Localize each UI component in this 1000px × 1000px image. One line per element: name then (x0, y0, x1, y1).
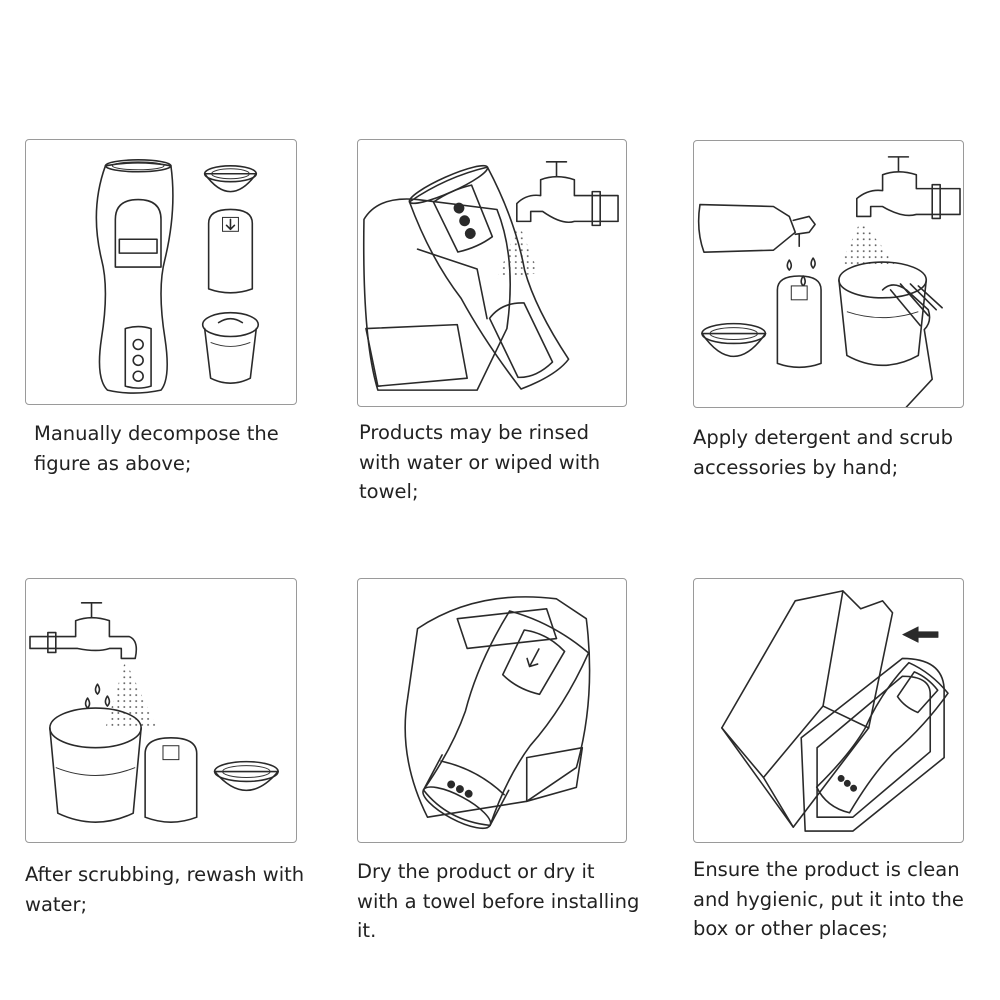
step-3-illustration (693, 140, 964, 408)
rinse-under-tap-icon (362, 161, 619, 391)
caption-line: with a towel before installing (357, 889, 640, 913)
step-5-illustration (357, 578, 627, 843)
caption-line: it. (357, 919, 377, 942)
step-2-illustration (357, 139, 627, 407)
step-6-caption: Ensure the product is clean and hygienic… (693, 855, 964, 944)
caption-line: box or other places; (693, 917, 888, 940)
caption-line: with water or wiped with (359, 450, 601, 474)
towel-dry-icon (404, 596, 591, 830)
step-4-illustration (25, 578, 297, 843)
caption-line: towel; (359, 480, 419, 503)
step-2-caption: Products may be rinsed with water or wip… (359, 418, 600, 507)
detergent-scrub-icon (697, 156, 961, 407)
caption-line: Manually decompose the (34, 422, 279, 445)
caption-line: water; (25, 892, 88, 916)
caption-line: After scrubbing, rewash with (25, 863, 305, 886)
caption-line: Ensure the product is clean (693, 858, 960, 881)
step-6-illustration (693, 578, 964, 843)
step-1-caption: Manually decompose the figure as above; (34, 419, 279, 478)
caption-line: Products may be rinsed (359, 421, 589, 444)
caption-line: accessories by hand; (693, 455, 899, 479)
step-5-caption: Dry the product or dry it with a towel b… (357, 857, 639, 946)
caption-line: and hygienic, put it into the (693, 887, 964, 911)
step-4-caption: After scrubbing, rewash with water; (25, 860, 304, 919)
caption-line: Apply detergent and scrub (693, 426, 954, 449)
disassembled-product-icon (95, 159, 260, 394)
rewash-accessories-icon (29, 602, 279, 823)
caption-line: figure as above; (34, 451, 192, 475)
step-1-illustration (25, 139, 297, 405)
store-in-box-icon (721, 590, 949, 832)
step-3-caption: Apply detergent and scrub accessories by… (693, 423, 953, 482)
caption-line: Dry the product or dry it (357, 860, 595, 883)
